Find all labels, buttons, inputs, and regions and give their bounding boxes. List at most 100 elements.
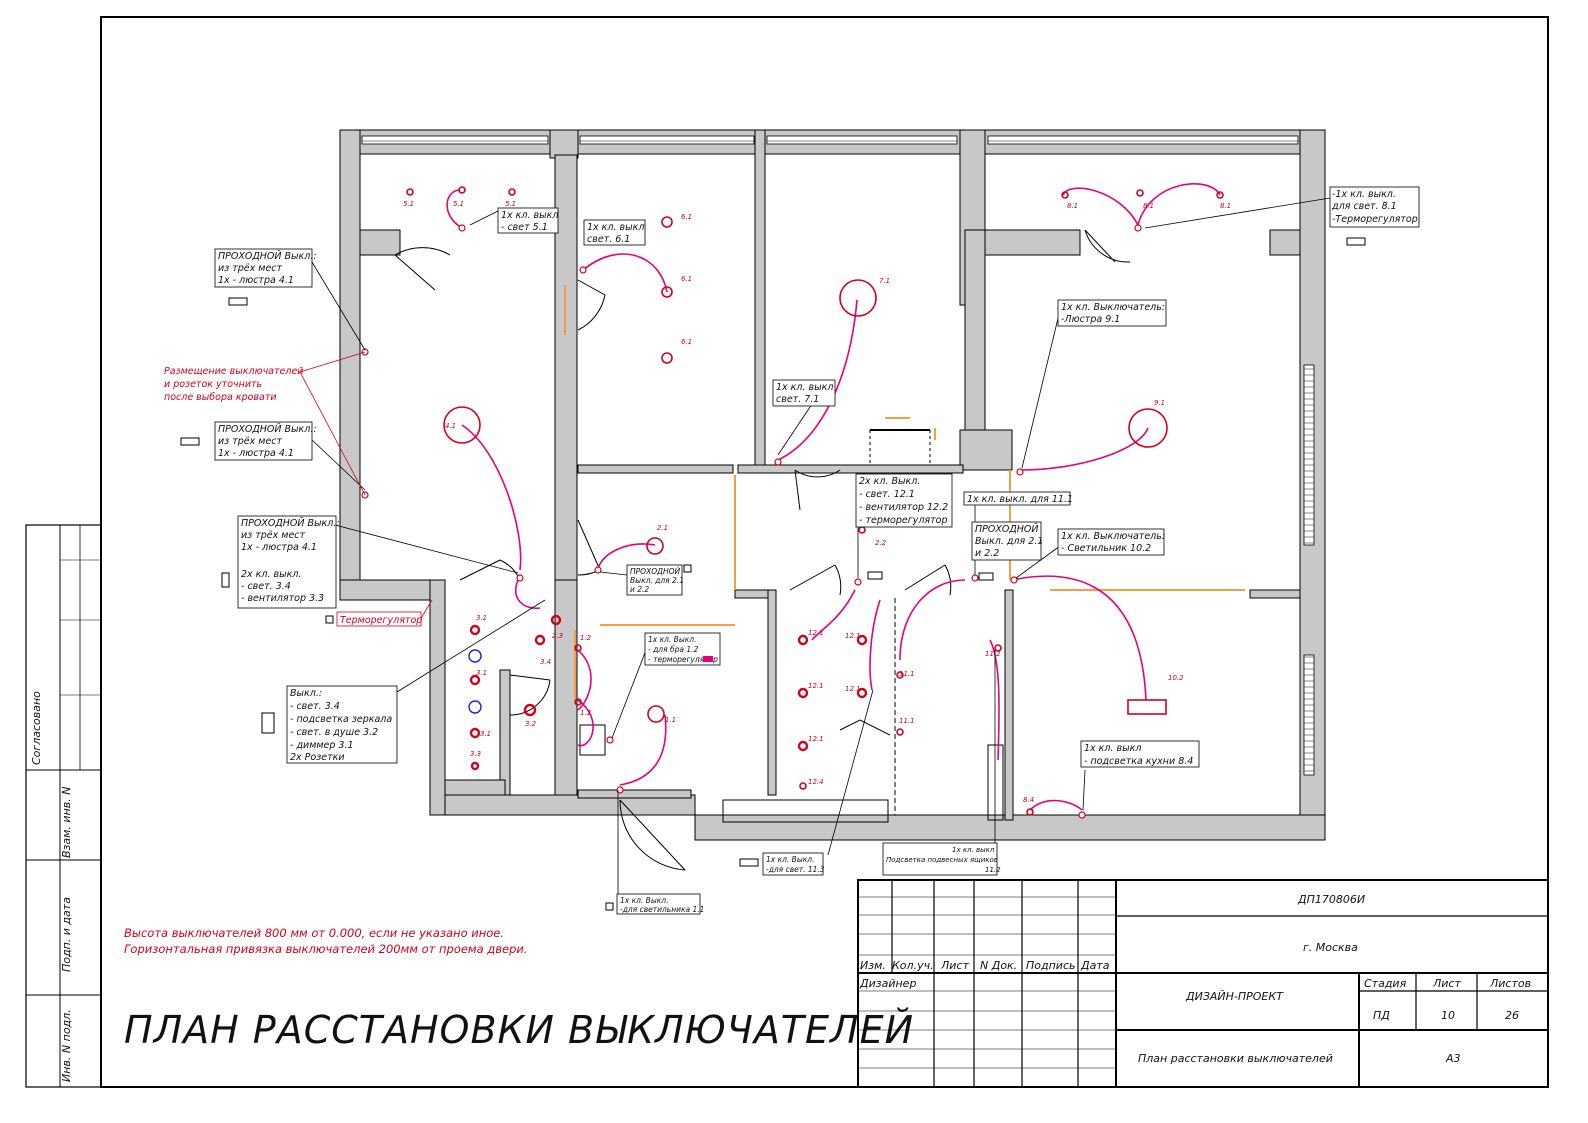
svg-text:1x кл. выкл: 1x кл. выкл	[1084, 743, 1141, 754]
svg-text:- диммер 3.1: - диммер 3.1	[290, 740, 354, 751]
svg-text:и 2.2: и 2.2	[630, 585, 649, 594]
svg-text:-1x кл. выкл.: -1x кл. выкл.	[1332, 189, 1396, 200]
svg-text:Выкл. для 2.1: Выкл. для 2.1	[975, 536, 1043, 547]
title-block	[857, 879, 1549, 1088]
svg-text:9.1: 9.1	[1154, 399, 1165, 407]
svg-text:1x - люстра 4.1: 1x - люстра 4.1	[241, 542, 317, 553]
light-12-4	[799, 782, 807, 790]
svg-text:Изм.: Изм.	[860, 959, 886, 972]
svg-text:11.1: 11.1	[899, 717, 915, 725]
stamp-replace-inv: Взам. инв. N	[60, 787, 73, 858]
light-6-1-a	[661, 216, 673, 228]
project-city: г. Москва	[1303, 941, 1358, 954]
fixtures-outlines	[579, 429, 1004, 823]
annotation-passthrough-4-1-c: ПРОХОДНОЙ Выкл.: из трёх мест 1x - люстр…	[237, 515, 340, 609]
svg-text:ПРОХОДНОЙ Выкл.:: ПРОХОДНОЙ Выкл.:	[241, 517, 340, 529]
svg-text:ПРОХОДНОЙ: ПРОХОДНОЙ	[630, 567, 681, 576]
light-5-1-b	[458, 186, 466, 194]
svg-text:Дата: Дата	[1080, 959, 1110, 972]
light-11-1-b	[896, 728, 904, 736]
side-stamp: Согласовано Взам. инв. N Подп. и дата Ин…	[25, 524, 102, 1088]
svg-text:3.2: 3.2	[525, 720, 537, 728]
svg-text:и 2.2: и 2.2	[975, 548, 999, 559]
svg-text:1x кл. Выключатель:: 1x кл. Выключатель:	[1061, 531, 1165, 542]
stage-label: Стадия	[1364, 977, 1407, 990]
light-2-3	[550, 614, 562, 626]
svg-text:- свет. 12.1: - свет. 12.1	[859, 489, 915, 500]
light-6-1-b	[661, 286, 673, 298]
light-2-1	[646, 537, 664, 555]
svg-text:2x Розетки: 2x Розетки	[290, 752, 345, 763]
svg-text:1x кл. Выкл.: 1x кл. Выкл.	[648, 635, 696, 644]
svg-text:Подпись: Подпись	[1026, 959, 1075, 972]
svg-text:Подсветка подвесных ящиков: Подсветка подвесных ящиков	[886, 856, 998, 864]
project-type: ДИЗАЙН-ПРОЕКТ	[1185, 990, 1284, 1003]
svg-text:свет. 7.1: свет. 7.1	[776, 394, 819, 405]
svg-text:свет. 6.1: свет. 6.1	[587, 234, 630, 245]
light-8-4	[1026, 808, 1034, 816]
svg-text:1x кл. Выключатель:: 1x кл. Выключатель:	[1061, 302, 1165, 313]
light-11-2	[994, 644, 1002, 652]
sheet-format: А3	[1445, 1052, 1461, 1065]
light-8-1-b	[1136, 189, 1144, 197]
svg-text:8.1: 8.1	[1220, 202, 1231, 210]
wall-plate-symbols	[180, 237, 1366, 911]
light-3-2	[523, 703, 537, 717]
svg-text:Терморегулятор: Терморегулятор	[340, 615, 422, 626]
annotation-switch-11-3: 1x кл. Выкл. -для свет. 11.3	[762, 852, 825, 876]
svg-text:Размещение выключателей: Размещение выключателей	[164, 366, 303, 377]
svg-text:11.2: 11.2	[985, 866, 1001, 874]
svg-text:1x - люстра 4.1: 1x - люстра 4.1	[218, 275, 294, 286]
svg-text:5.1: 5.1	[403, 200, 414, 208]
svg-text:1x кл. Выкл.: 1x кл. Выкл.	[620, 896, 668, 905]
annotation-passthrough-4-1-b: ПРОХОДНОЙ Выкл.: из трёх мест 1x - люстр…	[214, 421, 317, 461]
light-5-1-c	[508, 188, 516, 196]
annotation-switch-11-2: 1x кл. выкл Подсветка подвесных ящиков 1…	[882, 842, 1001, 876]
svg-text:Выкл. для 2.1: Выкл. для 2.1	[630, 576, 684, 585]
annotation-switch-5-1: 1x кл. выкл - свет 5.1	[497, 207, 558, 234]
svg-text:1x кл. выкл: 1x кл. выкл	[587, 222, 644, 233]
svg-text:12.1: 12.1	[808, 682, 824, 690]
red-leader-lines	[299, 351, 433, 621]
svg-text:2.3: 2.3	[552, 632, 563, 640]
socket-2	[468, 700, 482, 714]
svg-text:6.1: 6.1	[681, 213, 692, 221]
light-3-1-b	[469, 674, 481, 686]
annotation-switch-8-4: 1x кл. выкл - подсветка кухни 8.4	[1080, 740, 1200, 768]
annotation-passthrough-2-1-left: ПРОХОДНОЙ Выкл. для 2.1 и 2.2	[626, 564, 684, 596]
svg-text:1x кл. выкл. для 11.1: 1x кл. выкл. для 11.1	[967, 494, 1073, 505]
door-swings	[394, 229, 1131, 871]
project-code: ДП170806И	[1297, 893, 1365, 906]
svg-text:N Док.: N Док.	[980, 959, 1017, 972]
sheets-label: Листов	[1489, 977, 1531, 990]
light-5-1-a	[406, 188, 414, 196]
svg-text:- терморегулятор: - терморегулятор	[648, 655, 718, 664]
svg-text:12.1: 12.1	[845, 632, 861, 640]
svg-text:1x кл. Выкл.: 1x кл. Выкл.	[766, 855, 814, 864]
red-note-placement: Размещение выключателей и розеток уточни…	[164, 366, 303, 403]
svg-text:12.4: 12.4	[808, 778, 824, 786]
svg-text:ПРОХОДНОЙ: ПРОХОДНОЙ	[975, 523, 1039, 535]
svg-text:- подсветка кухни 8.4: - подсветка кухни 8.4	[1084, 756, 1193, 767]
svg-text:3.1: 3.1	[476, 614, 487, 622]
svg-text:3.1: 3.1	[480, 730, 491, 738]
svg-text:10.2: 10.2	[1168, 674, 1184, 682]
svg-text:1.1: 1.1	[665, 716, 676, 724]
svg-text:1.2: 1.2	[580, 709, 592, 717]
svg-text:- свет. 3.4: - свет. 3.4	[241, 581, 291, 592]
svg-text:8.4: 8.4	[1023, 796, 1034, 804]
light-4-1	[443, 406, 481, 444]
svg-text:-для светильника 1.1: -для светильника 1.1	[620, 905, 704, 914]
svg-text:Выкл.:: Выкл.:	[290, 688, 322, 699]
light-12-1-a	[797, 634, 809, 646]
svg-text:11.2: 11.2	[985, 650, 1001, 658]
annotation-switch-11-1: 1x кл. выкл. для 11.1	[963, 491, 1073, 506]
light-12-1-d	[856, 687, 868, 699]
light-2-2	[858, 526, 866, 534]
svg-text:ПРОХОДНОЙ Выкл.:: ПРОХОДНОЙ Выкл.:	[218, 250, 317, 262]
light-1-2-a	[574, 644, 582, 652]
svg-text:из трёх мест: из трёх мест	[218, 263, 283, 274]
svg-text:2x кл. Выкл.: 2x кл. Выкл.	[859, 476, 920, 487]
title-block-text: Изм. Кол.уч. Лист N Док. Подпись Дата Ди…	[859, 893, 1531, 1065]
